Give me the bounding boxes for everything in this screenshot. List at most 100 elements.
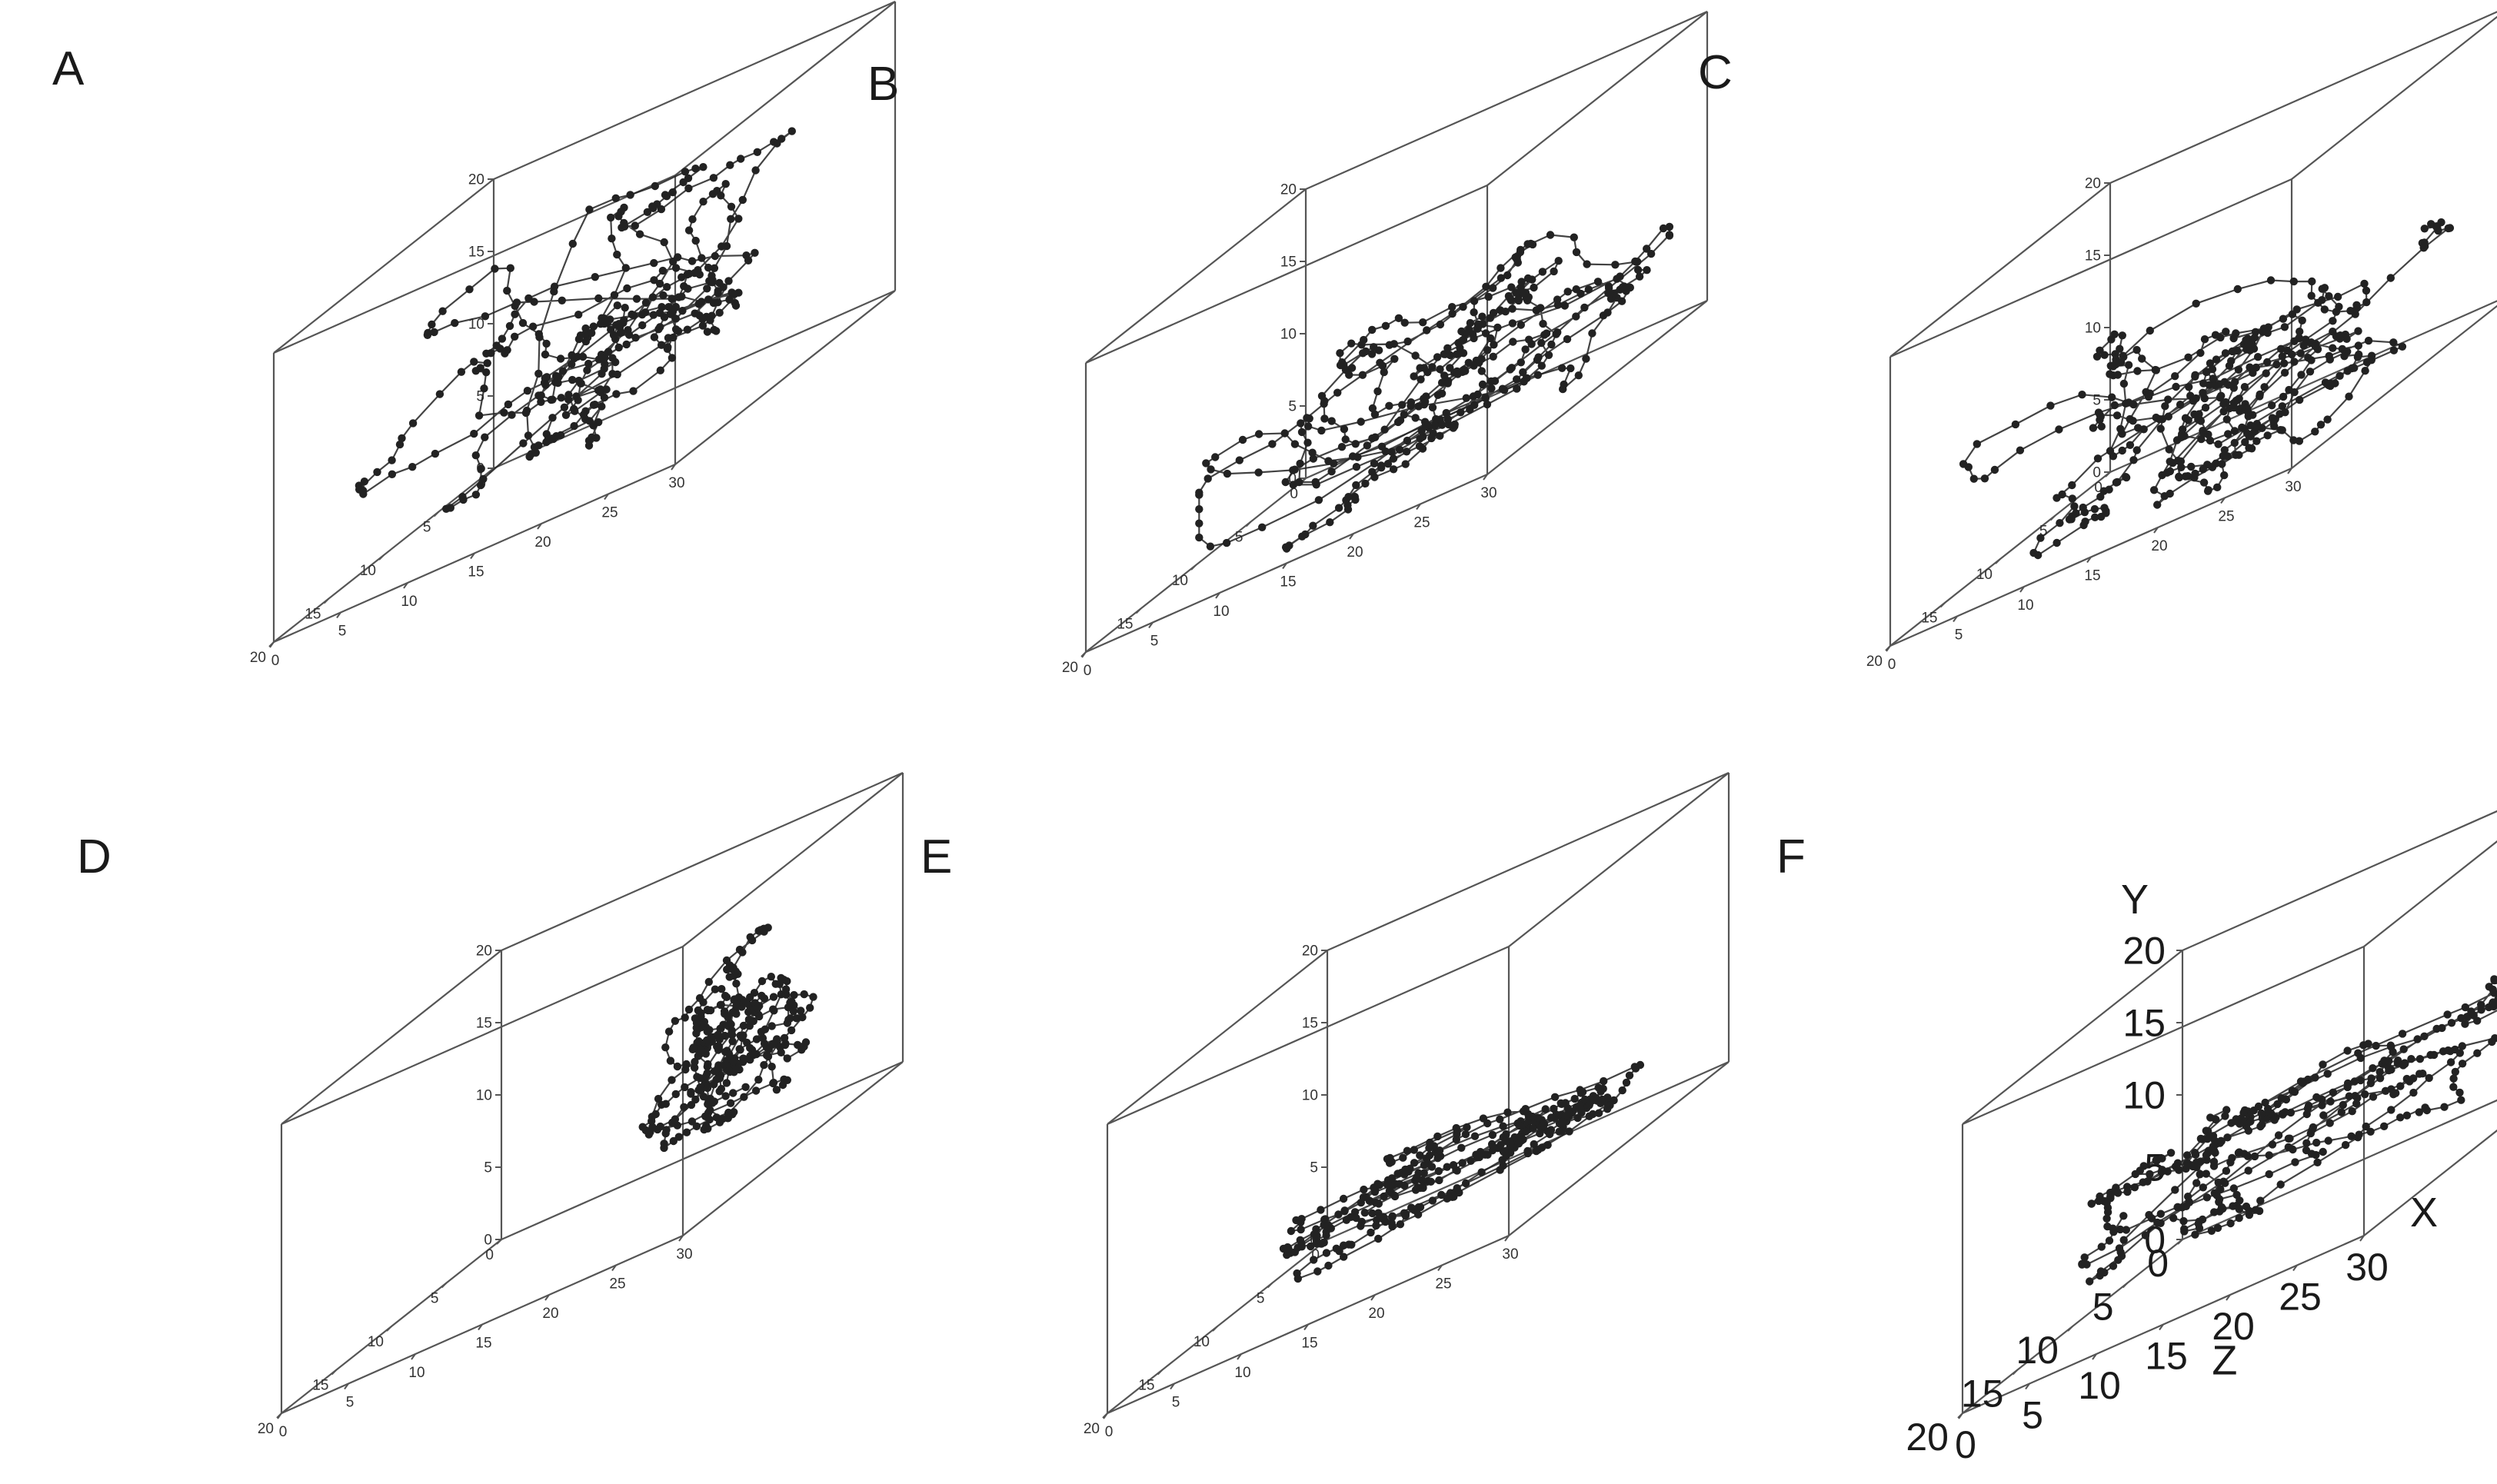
trajectory-point <box>503 286 511 295</box>
trajectory-point <box>710 1097 718 1106</box>
trajectory-point <box>1385 1159 1394 1167</box>
trajectory-point <box>591 273 599 281</box>
trajectory-point <box>2091 513 2099 521</box>
trajectory-point <box>2245 1206 2253 1216</box>
trajectory-point <box>2176 401 2185 409</box>
trajectory-point <box>2339 1100 2347 1110</box>
trajectory-point <box>2119 1236 2128 1244</box>
trajectory-point <box>751 248 759 257</box>
trajectory-point <box>1374 1234 1383 1243</box>
box-edge <box>1107 950 1328 1125</box>
trajectory-point <box>1588 329 1596 338</box>
trajectory-point <box>2272 360 2281 369</box>
trajectory-point <box>2226 1219 2235 1228</box>
trajectory-point <box>1530 1140 1538 1149</box>
trajectory-point <box>1430 421 1440 430</box>
trajectory-point <box>2369 1093 2378 1101</box>
trajectory-point <box>1373 387 1382 396</box>
trajectory-point <box>2295 437 2304 445</box>
trajectory-point <box>2129 456 2138 464</box>
trajectory-point <box>1490 341 1498 349</box>
trajectory-point <box>1427 434 1436 443</box>
trajectory-point <box>2100 351 2109 359</box>
trajectory-point <box>2166 458 2174 466</box>
trajectory-point <box>2449 1083 2458 1091</box>
trajectory-point <box>1470 1132 1480 1140</box>
z-tick-mark <box>386 1326 392 1332</box>
trajectory-point <box>1290 1248 1300 1256</box>
trajectory-point <box>1313 1267 1322 1276</box>
trajectory-point <box>2277 1094 2286 1103</box>
trajectory-point <box>423 331 432 339</box>
z-tick-label: 5 <box>423 520 431 536</box>
trajectory-point <box>2375 1074 2385 1083</box>
trajectory-point <box>705 1115 714 1124</box>
z-tick-mark <box>1995 558 2001 564</box>
trajectory-point <box>2196 1170 2204 1179</box>
trajectory-point <box>1327 417 1336 425</box>
z-tick-label: 20 <box>1084 1421 1100 1437</box>
trajectory-point <box>1514 296 1523 305</box>
x-tick-mark <box>1483 474 1488 481</box>
z-tick-label: 20 <box>1906 1416 1949 1459</box>
trajectory-point <box>2276 1180 2285 1189</box>
trajectory-point <box>534 369 543 378</box>
z-tick-mark <box>2122 1282 2129 1289</box>
trajectory-point <box>787 997 796 1006</box>
trajectory-point <box>1326 518 1334 527</box>
trajectory-point <box>2351 310 2359 318</box>
trajectory-point <box>1309 454 1318 463</box>
y-tick-label: 10 <box>468 317 484 333</box>
trajectory-point <box>2256 392 2264 401</box>
trajectory-point <box>2366 1127 2375 1136</box>
trajectory-point <box>1463 1123 1471 1132</box>
trajectory-point <box>2181 414 2190 422</box>
trajectory-point <box>2195 1224 2204 1233</box>
trajectory-point <box>2221 349 2230 358</box>
trajectory-point <box>1474 320 1483 329</box>
trajectory-point <box>1519 368 1527 377</box>
trajectory-point <box>558 296 566 304</box>
trajectory-point <box>1560 301 1570 310</box>
trajectory-point <box>1334 1210 1343 1219</box>
trajectory-point <box>2387 1043 2395 1051</box>
trajectory-point <box>1296 459 1304 468</box>
x-tick-mark <box>2086 556 2092 564</box>
panel-e: 0510152005101520051015202530E <box>921 771 1730 1440</box>
trajectory-point <box>1477 1150 1485 1159</box>
x-tick-mark <box>1215 592 1220 599</box>
y-tick-label: 15 <box>2122 1002 2166 1045</box>
trajectory-point <box>671 1017 680 1026</box>
trajectory-point <box>2265 1170 2273 1179</box>
trajectory-point <box>2100 504 2109 512</box>
trajectory-point <box>1418 1183 1427 1191</box>
trajectory-point <box>2080 1253 2089 1262</box>
trajectory-point <box>1566 364 1575 373</box>
trajectory-point <box>1360 1209 1370 1217</box>
trajectory-point <box>783 1054 791 1063</box>
trajectory-point <box>2217 1137 2226 1146</box>
trajectory-point <box>2332 308 2341 316</box>
trajectory-point <box>564 395 573 404</box>
trajectory-point <box>2199 379 2208 388</box>
trajectory-point <box>751 1086 761 1095</box>
trajectory-point <box>2216 1185 2225 1193</box>
trajectory-point <box>2384 1056 2393 1066</box>
trajectory-point <box>620 222 629 231</box>
trajectory-point <box>2290 358 2299 366</box>
trajectory-point <box>1470 401 1479 409</box>
x-tick-label: 25 <box>2218 509 2234 525</box>
trajectory-point <box>471 491 481 499</box>
trajectory-point <box>754 1076 763 1084</box>
x-tick-label: 10 <box>1234 1365 1250 1381</box>
trajectory-point <box>395 440 405 449</box>
x-tick-mark <box>2226 1294 2231 1301</box>
trajectory-point <box>1990 465 1999 474</box>
trajectory-point <box>671 264 681 272</box>
trajectory-point <box>1436 365 1444 374</box>
panel-label: E <box>921 830 952 883</box>
trajectory-point <box>648 293 658 301</box>
trajectory-point <box>481 433 489 441</box>
x-tick-mark <box>1303 1323 1309 1331</box>
trajectory-point <box>2094 408 2103 417</box>
